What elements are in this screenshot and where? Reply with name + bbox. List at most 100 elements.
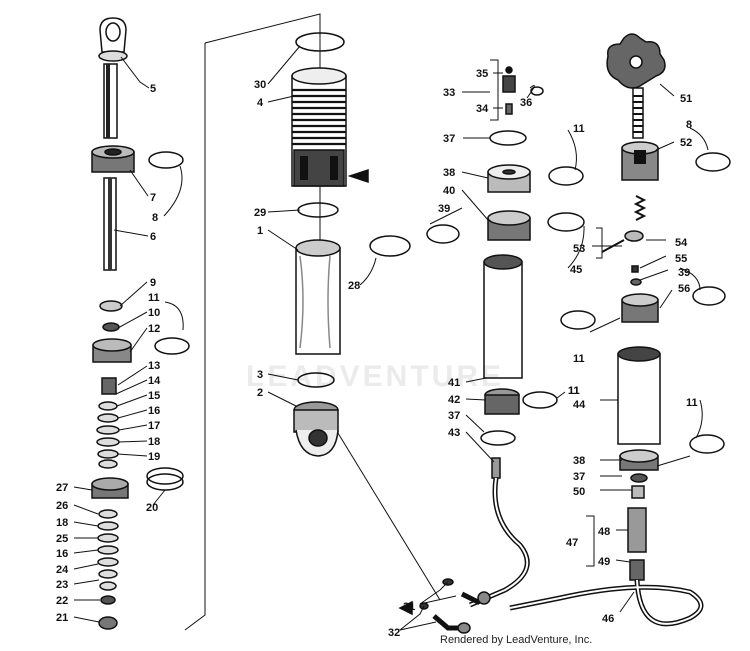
column-reservoir <box>426 59 585 608</box>
label-4: 4 <box>257 97 264 109</box>
label-33: 33 <box>443 87 455 99</box>
label-54: 54 <box>675 237 688 249</box>
label-6: 6 <box>150 231 156 243</box>
label-21: 21 <box>56 612 68 624</box>
o-ring-39 <box>692 286 726 306</box>
label-22: 22 <box>56 595 68 607</box>
label-53: 53 <box>573 243 585 255</box>
o-ring-29 <box>297 202 339 218</box>
adjuster-knob <box>606 33 666 89</box>
shim-stack-upper <box>96 401 120 469</box>
reference-arrow-2 <box>398 600 413 616</box>
watermark: LEADVENTURE <box>246 360 505 393</box>
adjuster-piston <box>621 293 659 323</box>
label-55: 55 <box>675 253 687 265</box>
label-8: 8 <box>152 212 158 224</box>
label-45: 45 <box>570 264 582 276</box>
adjuster-rod <box>632 87 644 139</box>
washer <box>99 300 123 312</box>
o-ring-8 <box>695 152 731 172</box>
bracket-33 <box>490 59 499 121</box>
leaders-bottom <box>399 581 457 631</box>
label-14: 14 <box>148 375 161 387</box>
label-18-b: 18 <box>56 517 68 529</box>
label-30: 30 <box>254 79 266 91</box>
label-49: 49 <box>598 556 610 568</box>
reservoir-piston <box>487 210 531 241</box>
bottom-fittings <box>398 578 491 634</box>
seal-ring-20 <box>146 467 184 491</box>
label-36: 36 <box>520 97 532 109</box>
bracket-53 <box>596 227 603 259</box>
o-ring-37 <box>489 130 527 146</box>
label-37-c4: 37 <box>573 471 585 483</box>
label-19: 19 <box>148 451 160 463</box>
o-ring-11 <box>548 166 584 186</box>
o-ring-39 <box>426 224 460 244</box>
leaders-col2 <box>267 45 377 407</box>
schrader-valve <box>502 66 544 115</box>
threaded-body <box>291 67 347 187</box>
label-48: 48 <box>598 526 610 538</box>
o-ring-45 <box>547 212 585 232</box>
label-46: 46 <box>602 613 614 625</box>
banjo-fitting-32 <box>419 602 471 634</box>
o-ring-11 <box>560 310 596 330</box>
label-5: 5 <box>150 83 156 95</box>
label-42: 42 <box>448 394 460 406</box>
reservoir-tube <box>483 254 523 379</box>
label-44: 44 <box>573 399 586 411</box>
label-39-c4: 39 <box>678 267 690 279</box>
label-1: 1 <box>257 225 263 237</box>
column-shock-body <box>291 32 411 457</box>
shim-stack-lower <box>97 509 119 605</box>
label-37: 37 <box>443 133 455 145</box>
label-41: 41 <box>448 377 460 389</box>
adjuster-collar <box>621 141 659 181</box>
label-27: 27 <box>56 482 68 494</box>
label-56: 56 <box>678 283 690 295</box>
label-11: 11 <box>148 292 160 304</box>
label-40: 40 <box>443 185 455 197</box>
upper-rod <box>103 63 118 139</box>
leaders-col1 <box>73 56 184 623</box>
leaders-col4 <box>589 83 709 613</box>
label-18: 18 <box>148 436 160 448</box>
bushing <box>101 377 117 395</box>
label-9: 9 <box>150 277 156 289</box>
shock-tube <box>295 239 341 355</box>
label-16-b: 16 <box>56 548 68 560</box>
reservoir-end-2 <box>619 449 659 483</box>
piston <box>92 338 132 363</box>
adjuster-hose <box>509 579 704 627</box>
column-adjuster <box>509 33 731 627</box>
label-10: 10 <box>148 307 160 319</box>
bracket-47 <box>586 515 595 567</box>
label-11-c4c: 11 <box>686 397 698 409</box>
bottom-eye-mount <box>293 401 339 457</box>
o-ring-11 <box>154 337 190 355</box>
rod-collar <box>91 145 135 173</box>
detent-parts <box>601 230 644 286</box>
washer <box>102 322 120 332</box>
label-50: 50 <box>573 486 585 498</box>
label-39: 39 <box>438 203 450 215</box>
footer-credit: Rendered by LeadVenture, Inc. <box>440 634 593 646</box>
reservoir-hose <box>469 457 530 608</box>
shaft-eye-mount <box>98 17 128 62</box>
label-12: 12 <box>148 323 160 335</box>
label-15: 15 <box>148 390 160 402</box>
label-31: 31 <box>403 601 415 613</box>
label-43: 43 <box>448 427 460 439</box>
lower-piston <box>91 477 129 499</box>
label-38-c4: 38 <box>573 455 585 467</box>
label-17: 17 <box>148 420 160 432</box>
label-13: 13 <box>148 360 160 372</box>
shaft <box>103 177 117 271</box>
label-8-c4: 8 <box>686 119 692 131</box>
leaders-col3 <box>429 72 585 463</box>
label-52: 52 <box>680 137 692 149</box>
banjo-fitting-31 <box>442 578 491 605</box>
shaft-nut <box>98 616 118 630</box>
